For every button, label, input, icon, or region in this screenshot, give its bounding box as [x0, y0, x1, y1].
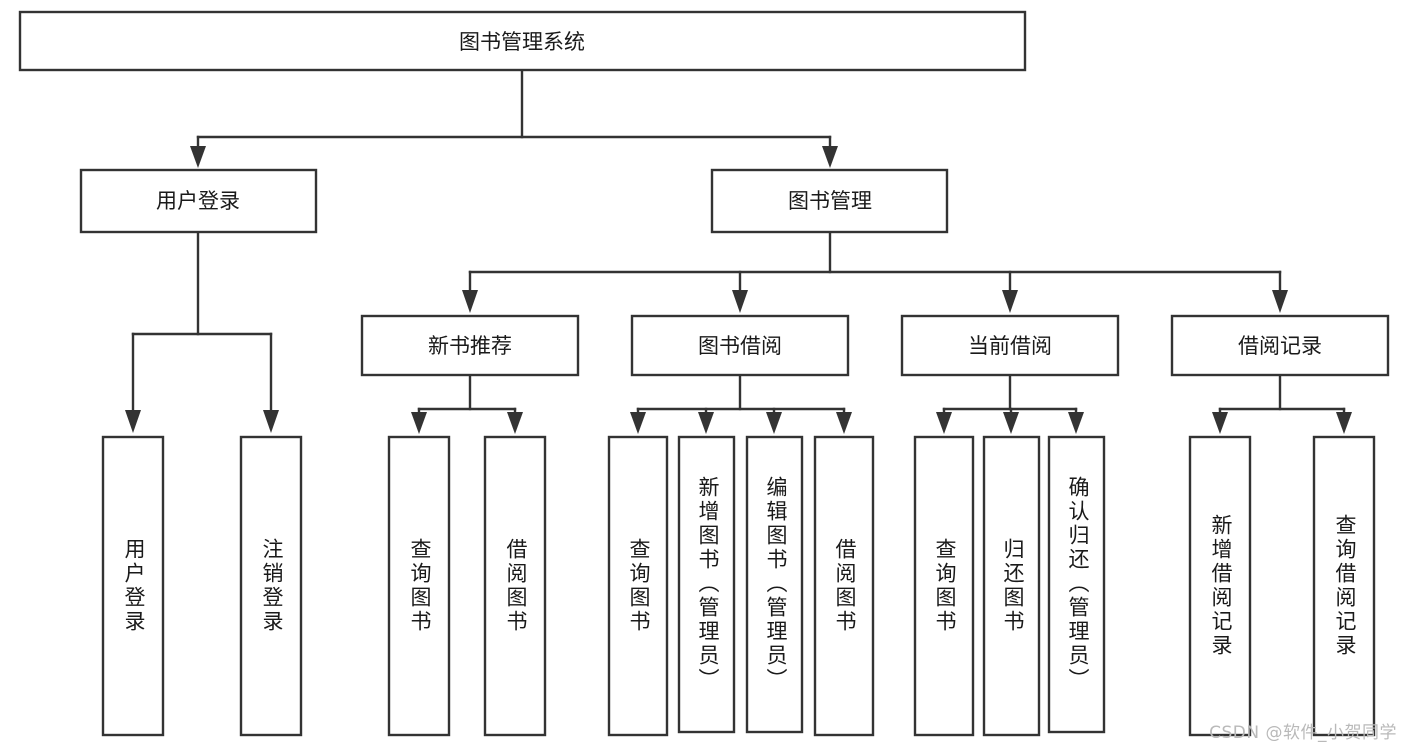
- node-book-borrow[interactable]: 图书借阅: [630, 314, 850, 377]
- node-user-login[interactable]: 用户登录: [79, 168, 318, 234]
- node-book-borrow-box: [630, 314, 850, 377]
- node-leaf-add-book-admin-label: 新增图书（管理员）: [696, 476, 720, 692]
- arrowhead-leaf-return-book: [1003, 412, 1019, 434]
- node-borrow-record[interactable]: 借阅记录: [1170, 314, 1390, 377]
- node-leaf-add-book-admin[interactable]: 新增图书（管理员）: [677, 435, 736, 734]
- node-leaf-borrow-book-box: [813, 435, 875, 737]
- node-book-management-label: 图书管理: [788, 189, 872, 213]
- arrowhead-leaf-add-book-admin: [698, 412, 714, 434]
- arrowhead-leaf-query-book-recommend: [411, 412, 427, 434]
- arrowhead-leaf-edit-book-admin: [766, 412, 782, 434]
- edge-group-root-to-level2: [190, 68, 838, 168]
- node-leaf-borrow-book-label: 借阅图书: [833, 538, 857, 634]
- node-book-management[interactable]: 图书管理: [710, 168, 949, 234]
- node-leaf-query-borrow-record[interactable]: 查询借阅记录: [1312, 435, 1376, 737]
- node-leaf-query-borrow-record-label: 查询借阅记录: [1333, 514, 1357, 658]
- node-leaf-user-logout[interactable]: 注销登录: [239, 435, 303, 737]
- node-book-management-box: [710, 168, 949, 234]
- node-current-borrow-label: 当前借阅: [968, 334, 1052, 358]
- node-leaf-return-book[interactable]: 归还图书: [982, 435, 1041, 737]
- node-leaf-query-book-recommend[interactable]: 查询图书: [387, 435, 451, 737]
- node-user-login-box: [79, 168, 318, 234]
- node-new-book-recommend-box: [360, 314, 580, 377]
- node-leaf-edit-book-admin-label: 编辑图书（管理员）: [764, 476, 788, 692]
- node-leaf-query-book-recommend-label: 查询图书: [408, 538, 432, 634]
- arrowhead-leaf-query-book-borrow: [630, 412, 646, 434]
- arrowhead-leaf-borrow-book-recommend: [507, 412, 523, 434]
- node-leaf-return-book-box: [982, 435, 1041, 737]
- node-new-book-recommend[interactable]: 新书推荐: [360, 314, 580, 377]
- node-borrow-record-label: 借阅记录: [1238, 334, 1322, 358]
- node-leaf-confirm-return-admin[interactable]: 确认归还（管理员）: [1047, 435, 1106, 734]
- node-leaf-add-borrow-record-label: 新增借阅记录: [1209, 514, 1233, 658]
- arrowhead-borrow-record: [1272, 290, 1288, 313]
- csdn-watermark: CSDN @软件_小贺同学: [1209, 723, 1397, 743]
- node-leaf-confirm-return-admin-label: 确认归还（管理员）: [1066, 476, 1090, 692]
- node-leaf-query-book-borrow[interactable]: 查询图书: [607, 435, 669, 737]
- node-root-box: [18, 10, 1027, 72]
- node-leaf-query-book-recommend-box: [387, 435, 451, 737]
- arrowhead-new-book-recommend: [462, 290, 478, 313]
- node-leaf-return-book-label: 归还图书: [1001, 538, 1025, 634]
- node-leaf-borrow-book-recommend-box: [483, 435, 547, 737]
- node-leaf-user-login[interactable]: 用户登录: [101, 435, 165, 737]
- node-leaf-user-logout-box: [239, 435, 303, 737]
- arrowhead-leaf-add-borrow-record: [1212, 412, 1228, 434]
- edge-group-current-borrow-to-leaves: [936, 373, 1084, 434]
- node-book-borrow-label: 图书借阅: [698, 334, 782, 358]
- node-root[interactable]: 图书管理系统: [18, 10, 1027, 72]
- edge-group-book-borrow-to-leaves: [630, 373, 852, 434]
- node-leaf-query-book-current-box: [913, 435, 975, 737]
- node-leaf-query-book-borrow-label: 查询图书: [627, 538, 651, 634]
- node-root-label: 图书管理系统: [459, 30, 585, 54]
- arrowhead-leaf-query-borrow-record: [1336, 412, 1352, 434]
- node-leaf-add-borrow-record[interactable]: 新增借阅记录: [1188, 435, 1252, 737]
- node-leaf-borrow-book-recommend-label: 借阅图书: [504, 538, 528, 634]
- edge-group-user-login-to-leaves: [125, 230, 279, 433]
- arrowhead-book-management: [822, 146, 838, 168]
- arrowhead-book-borrow: [732, 290, 748, 313]
- node-leaf-user-login-box: [101, 435, 165, 737]
- arrowhead-leaf-user-logout: [263, 410, 279, 433]
- arrowhead-leaf-borrow-book: [836, 412, 852, 434]
- arrowhead-current-borrow: [1002, 290, 1018, 313]
- node-leaf-query-book-borrow-box: [607, 435, 669, 737]
- node-leaf-query-borrow-record-box: [1312, 435, 1376, 737]
- arrowhead-leaf-user-login: [125, 410, 141, 433]
- node-current-borrow-box: [900, 314, 1120, 377]
- node-borrow-record-box: [1170, 314, 1390, 377]
- node-new-book-recommend-label: 新书推荐: [428, 334, 512, 358]
- node-leaf-add-borrow-record-box: [1188, 435, 1252, 737]
- arrowhead-leaf-query-book-current: [936, 412, 952, 434]
- arrowhead-leaf-confirm-return-admin: [1068, 412, 1084, 434]
- node-leaf-confirm-return-admin-box: [1047, 435, 1106, 734]
- node-leaf-user-login-label: 用户登录: [122, 538, 146, 634]
- node-leaf-edit-book-admin[interactable]: 编辑图书（管理员）: [745, 435, 804, 734]
- node-leaf-borrow-book[interactable]: 借阅图书: [813, 435, 875, 737]
- node-current-borrow[interactable]: 当前借阅: [900, 314, 1120, 377]
- arrowhead-user-login: [190, 146, 206, 168]
- node-leaf-edit-book-admin-box: [745, 435, 804, 734]
- node-leaf-borrow-book-recommend[interactable]: 借阅图书: [483, 435, 547, 737]
- node-leaf-add-book-admin-box: [677, 435, 736, 734]
- edge-group-book-management-to-level3: [462, 230, 1288, 313]
- node-leaf-query-book-current[interactable]: 查询图书: [913, 435, 975, 737]
- node-user-login-label: 用户登录: [156, 189, 240, 213]
- node-leaf-user-logout-label: 注销登录: [260, 538, 284, 634]
- node-leaf-query-book-current-label: 查询图书: [933, 538, 957, 634]
- edge-group-new-book-recommend-to-leaves: [411, 373, 523, 434]
- edge-group-borrow-record-to-leaves: [1212, 373, 1352, 434]
